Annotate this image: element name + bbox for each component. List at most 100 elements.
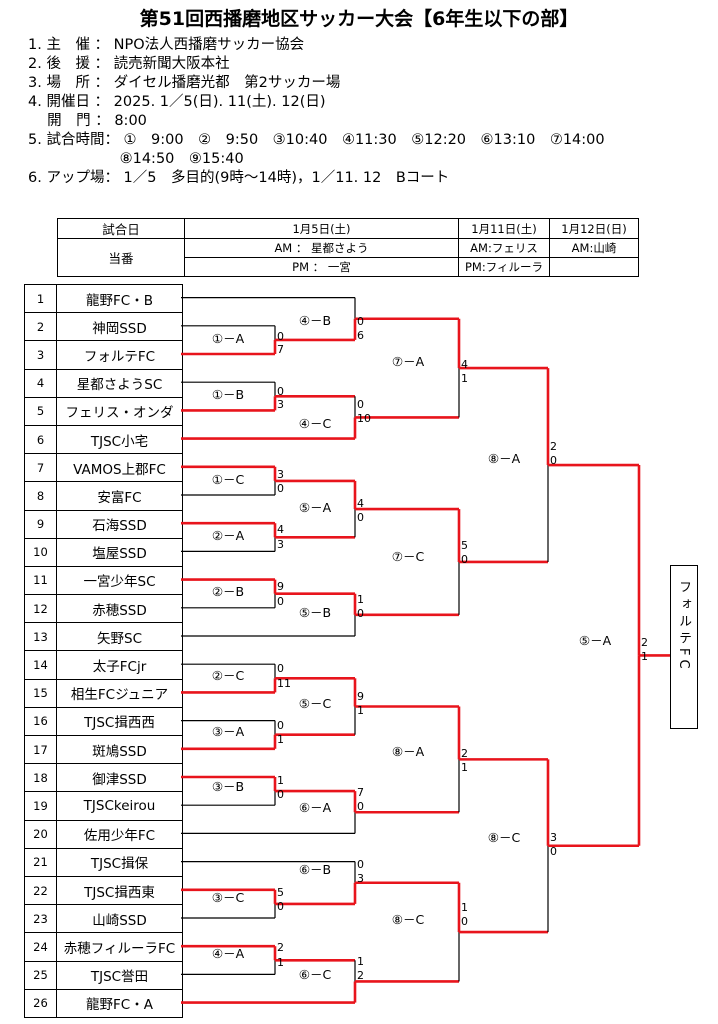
info-list: 1. 主 催 ： NPO法人西播磨サッカー協会 2. 後 援 ： 読売新聞大阪本…	[28, 36, 605, 188]
team-number: 13	[24, 622, 57, 652]
match-label: ③－B	[212, 779, 244, 794]
score: 0	[277, 595, 284, 608]
score: 0	[277, 719, 284, 732]
duty-pm-0105: PM ： 一宮	[184, 257, 459, 277]
score: 7	[357, 786, 364, 799]
team-name: フェリス・オンダ	[56, 396, 183, 426]
duty-am-0105: AM ： 星都さよう	[184, 238, 459, 258]
team-name: TJSC誉田	[56, 960, 183, 990]
duty-pm-0111: PM:フィルーラ	[458, 257, 550, 277]
match-label: ③－A	[212, 724, 245, 739]
score: 0	[277, 385, 284, 398]
team-name: TJSC揖西東	[56, 875, 183, 906]
schedule-duty-label: 当番	[57, 238, 185, 277]
match-label: ③－C	[212, 890, 245, 905]
team-number: 7	[24, 453, 57, 483]
team-name: フォルテFC	[56, 340, 183, 370]
score: 1	[461, 372, 468, 385]
score: 0	[357, 607, 364, 620]
duty-pm-0112	[549, 257, 639, 277]
team-number: 10	[24, 537, 57, 567]
team-number: 2	[24, 312, 57, 342]
score: 1	[641, 650, 648, 663]
info-warmup: 6. アップ場： 1／5 多目的(9時～14時)，1／11. 12 Bコート	[28, 170, 450, 186]
score: 3	[550, 831, 557, 844]
page-title: 第51回西播磨地区サッカー大会【6年生以下の部】	[139, 8, 579, 30]
match-label: ①－A	[212, 331, 245, 346]
team-name: 相生FCジュニア	[56, 678, 183, 708]
match-label: ⑤－A	[299, 500, 332, 515]
score: 10	[357, 412, 371, 425]
team-number: 15	[24, 678, 57, 708]
match-label: ⑧－C	[392, 912, 425, 927]
info-venue: 3. 場 所 ： ダイセル播磨光都 第2サッカー場	[28, 75, 341, 91]
team-name: 御津SSD	[56, 763, 183, 793]
team-name: TJSC揖保	[56, 847, 183, 877]
score: 9	[277, 580, 284, 593]
team-name: 太子FCjr	[56, 650, 183, 680]
team-number: 1	[24, 283, 57, 314]
team-number: 21	[24, 847, 57, 877]
score: 2	[277, 941, 284, 954]
match-label: ⑤－B	[299, 605, 331, 620]
score: 1	[277, 956, 284, 969]
match-label: ②－C	[212, 668, 245, 683]
team-number: 14	[24, 650, 57, 680]
score: 1	[461, 761, 468, 774]
team-name: 龍野FC・A	[56, 988, 183, 1018]
team-number: 18	[24, 763, 57, 793]
score: 0	[277, 662, 284, 675]
score: 6	[357, 329, 364, 342]
team-number: 16	[24, 706, 57, 737]
score: 5	[461, 539, 468, 552]
champion-name: フォルテFC	[676, 580, 691, 673]
team-name: 塩屋SSD	[56, 537, 183, 567]
score: 4	[277, 523, 284, 536]
team-name: 星都さようSC	[56, 368, 183, 398]
team-name: 石海SSD	[56, 509, 183, 539]
team-number: 22	[24, 875, 57, 906]
team-number: 17	[24, 734, 57, 765]
score: 7	[277, 343, 284, 356]
score: 3	[277, 398, 284, 411]
score: 2	[641, 636, 648, 649]
team-number: 6	[24, 424, 57, 455]
team-number: 19	[24, 791, 57, 821]
team-name: 山崎SSD	[56, 904, 183, 934]
score: 3	[277, 468, 284, 481]
score: 3	[277, 538, 284, 551]
match-label: ①－B	[212, 387, 244, 402]
score: 11	[277, 677, 291, 690]
team-name: VAMOS上郡FC	[56, 453, 183, 483]
schedule-date-0111: 1月11日(土)	[458, 218, 550, 239]
score: 0	[461, 553, 468, 566]
score: 0	[277, 330, 284, 343]
score: 0	[357, 511, 364, 524]
match-label: ⑦－A	[392, 354, 425, 369]
score: 1	[357, 955, 364, 968]
info-gate-open: 開 門 ： 8:00	[28, 113, 147, 129]
match-label: ⑥－A	[299, 800, 332, 815]
team-number: 11	[24, 565, 57, 596]
team-name: TJSC小宅	[56, 424, 183, 455]
